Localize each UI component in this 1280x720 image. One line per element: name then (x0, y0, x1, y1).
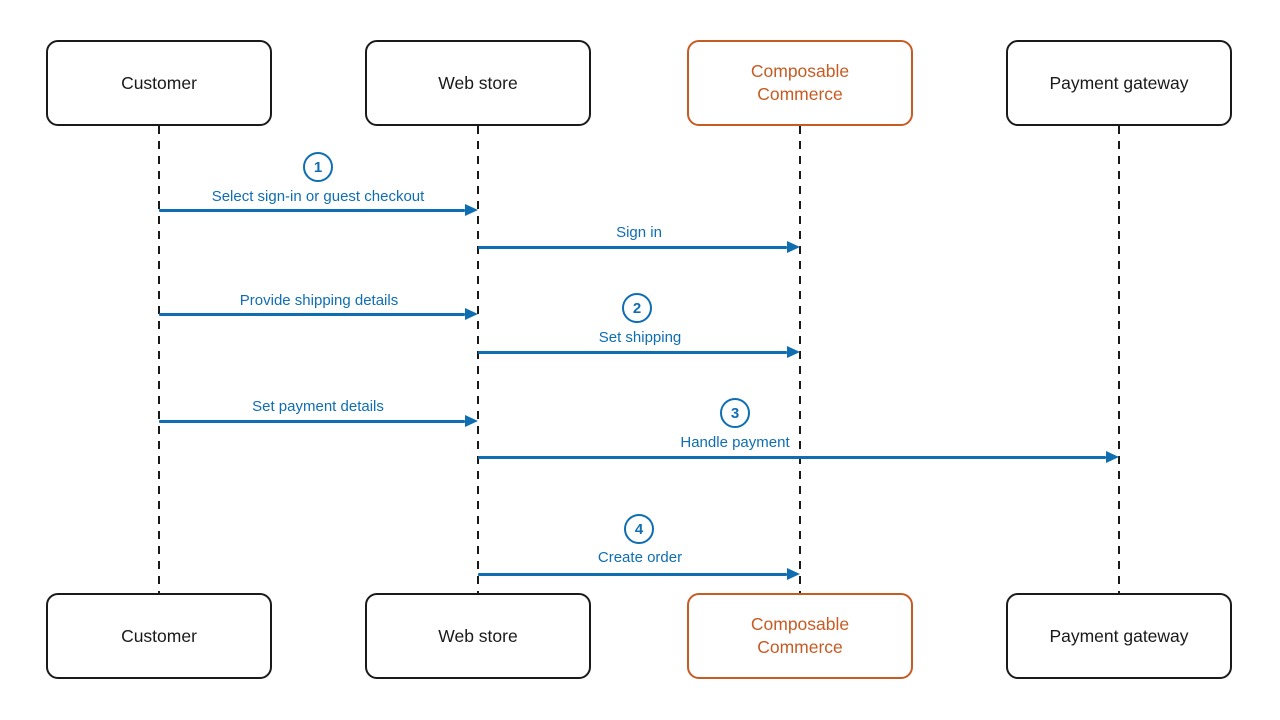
actor-label-customer: Customer (121, 625, 197, 646)
arrowhead-icon (465, 204, 478, 216)
arrowhead-icon (787, 241, 800, 253)
actor-box-web-store-bottom: Web store (365, 593, 591, 679)
lifeline-composable-commerce (799, 126, 801, 594)
actor-label-payment-gateway: Payment gateway (1049, 625, 1189, 646)
message-label-select-sign-in: Select sign-in or guest checkout (211, 188, 425, 205)
actor-box-composable-commerce-bottom: Composable Commerce (687, 593, 913, 679)
step-badge-3: 3 (720, 398, 750, 428)
message-label-handle-payment: Handle payment (680, 434, 790, 451)
step-badge-4: 4 (624, 514, 654, 544)
message-label-sign-in: Sign in (616, 224, 662, 241)
lifeline-payment-gateway (1118, 126, 1120, 594)
message-label-set-shipping: Set shipping (598, 329, 682, 346)
step-badge-2: 2 (622, 293, 652, 323)
actor-box-web-store-top: Web store (365, 40, 591, 126)
message-label-set-payment-details: Set payment details (252, 398, 384, 415)
actor-label-composable-commerce: Composable Commerce (750, 614, 850, 657)
message-line-set-payment-details (159, 420, 465, 423)
actor-box-payment-gateway-bottom: Payment gateway (1006, 593, 1232, 679)
message-line-handle-payment (478, 456, 1106, 459)
arrowhead-icon (465, 415, 478, 427)
actor-label-payment-gateway: Payment gateway (1049, 72, 1189, 93)
actor-box-customer-bottom: Customer (46, 593, 272, 679)
actor-label-customer: Customer (121, 72, 197, 93)
actor-box-customer-top: Customer (46, 40, 272, 126)
message-line-set-shipping (478, 351, 787, 354)
step-badge-1: 1 (303, 152, 333, 182)
arrowhead-icon (1106, 451, 1119, 463)
message-line-create-order (478, 573, 787, 576)
actor-label-web-store: Web store (438, 625, 518, 646)
arrowhead-icon (787, 568, 800, 580)
lifeline-customer (158, 126, 160, 594)
arrowhead-icon (787, 346, 800, 358)
message-label-create-order: Create order (597, 549, 683, 566)
actor-box-composable-commerce-top: Composable Commerce (687, 40, 913, 126)
message-line-provide-shipping-details (159, 313, 465, 316)
actor-box-payment-gateway-top: Payment gateway (1006, 40, 1232, 126)
message-label-provide-shipping-details: Provide shipping details (239, 292, 399, 309)
arrowhead-icon (465, 308, 478, 320)
lifeline-web-store (477, 126, 479, 594)
actor-label-web-store: Web store (438, 72, 518, 93)
actor-label-composable-commerce: Composable Commerce (750, 61, 850, 104)
message-line-select-sign-in (159, 209, 465, 212)
message-line-sign-in (478, 246, 787, 249)
